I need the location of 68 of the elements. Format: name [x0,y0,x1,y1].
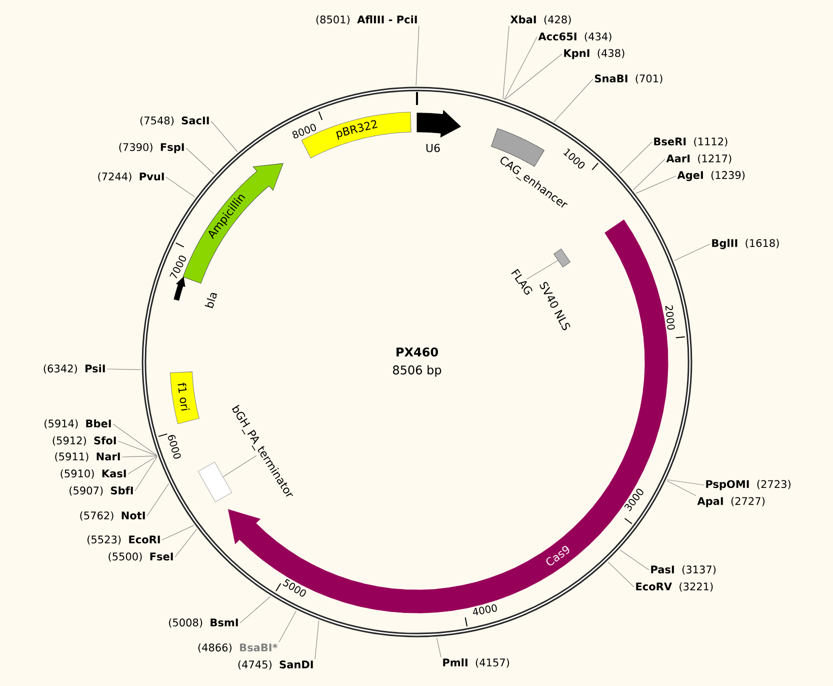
leader-line [134,456,158,492]
leader-line [222,455,257,478]
gene-feature: U6 [416,110,461,152]
site-label: (6342) PsiI [44,364,105,374]
site-label: AgeI (1239) [677,170,745,182]
feature-bar: f1 ori [170,372,200,424]
site-label: AarI (1217) [666,154,732,164]
leader-line [504,54,562,100]
site-label: KpnI (438) [564,48,624,60]
leader-line [666,480,696,496]
site-label: ApaI (2727) [697,496,765,508]
leader-line [416,26,420,86]
leader-line [436,638,442,658]
tick-label: 4000 [473,604,497,616]
node-label: bla [204,292,218,308]
leader-line [106,368,141,370]
leader-line [526,260,558,280]
site-label: (7548) SacII [140,116,209,126]
site-label: BglII (1618) [712,238,779,250]
leader-line [608,562,634,588]
feature-box [554,248,570,268]
leader-line [674,244,710,261]
leader-line [620,550,650,570]
leader-line [210,120,238,152]
leader-line [112,424,157,456]
leader-line [502,26,510,100]
leader-line [504,36,538,100]
leader-line [554,78,594,122]
plasmid-size: 8506 bp [393,365,442,377]
site-label: (8501) AflIII - PciI [316,15,417,25]
leader-line [122,456,158,458]
plasmid-name: PX460 [396,347,438,357]
site-label: SnaBI (701) [594,74,662,84]
leader-line [162,525,194,540]
leader-line [619,142,652,174]
site-label: (5008) BsmI [169,618,238,628]
feature-box [198,462,232,502]
leader-line [636,176,676,194]
leader-line [633,158,666,190]
site-label: (5523) EcoRI [88,535,160,545]
site-label: BseRI (1112) [654,137,728,147]
leader-line [118,440,158,456]
site-label: XbaI (428) [510,15,571,25]
site-label: (7390) FspI [119,142,184,154]
leader-line [240,596,271,624]
leader-line [174,528,198,558]
leader-line [166,176,196,198]
leader-line [128,456,158,474]
node-label: U6 [426,144,440,152]
site-label: (5911) NarI [55,452,120,462]
site-label: Acc65I (434) [538,32,612,42]
leader-line [666,479,704,486]
site-label: (5910) KasI [60,469,126,479]
site-label: (4745) SanDI [238,660,313,670]
tick-label: 6000 [168,435,181,459]
site-label: (5907) SbfI [70,486,133,496]
site-label: (5500) FseI [108,552,173,562]
leader-line [186,148,214,174]
site-label: (5912) SfoI [52,436,116,446]
site-label: (5914) BbeI [44,419,111,429]
site-label: (7244) PvuI [98,172,164,182]
site-label: PmlI (4157) [443,658,510,668]
site-label: (5762) NotI [80,511,145,521]
site-label: (4866) BsaBI* [198,643,278,653]
leader-line [314,620,320,660]
leader-line [278,610,297,642]
leader-line [146,483,169,516]
site-label: PspOMI (2723) [706,480,790,490]
